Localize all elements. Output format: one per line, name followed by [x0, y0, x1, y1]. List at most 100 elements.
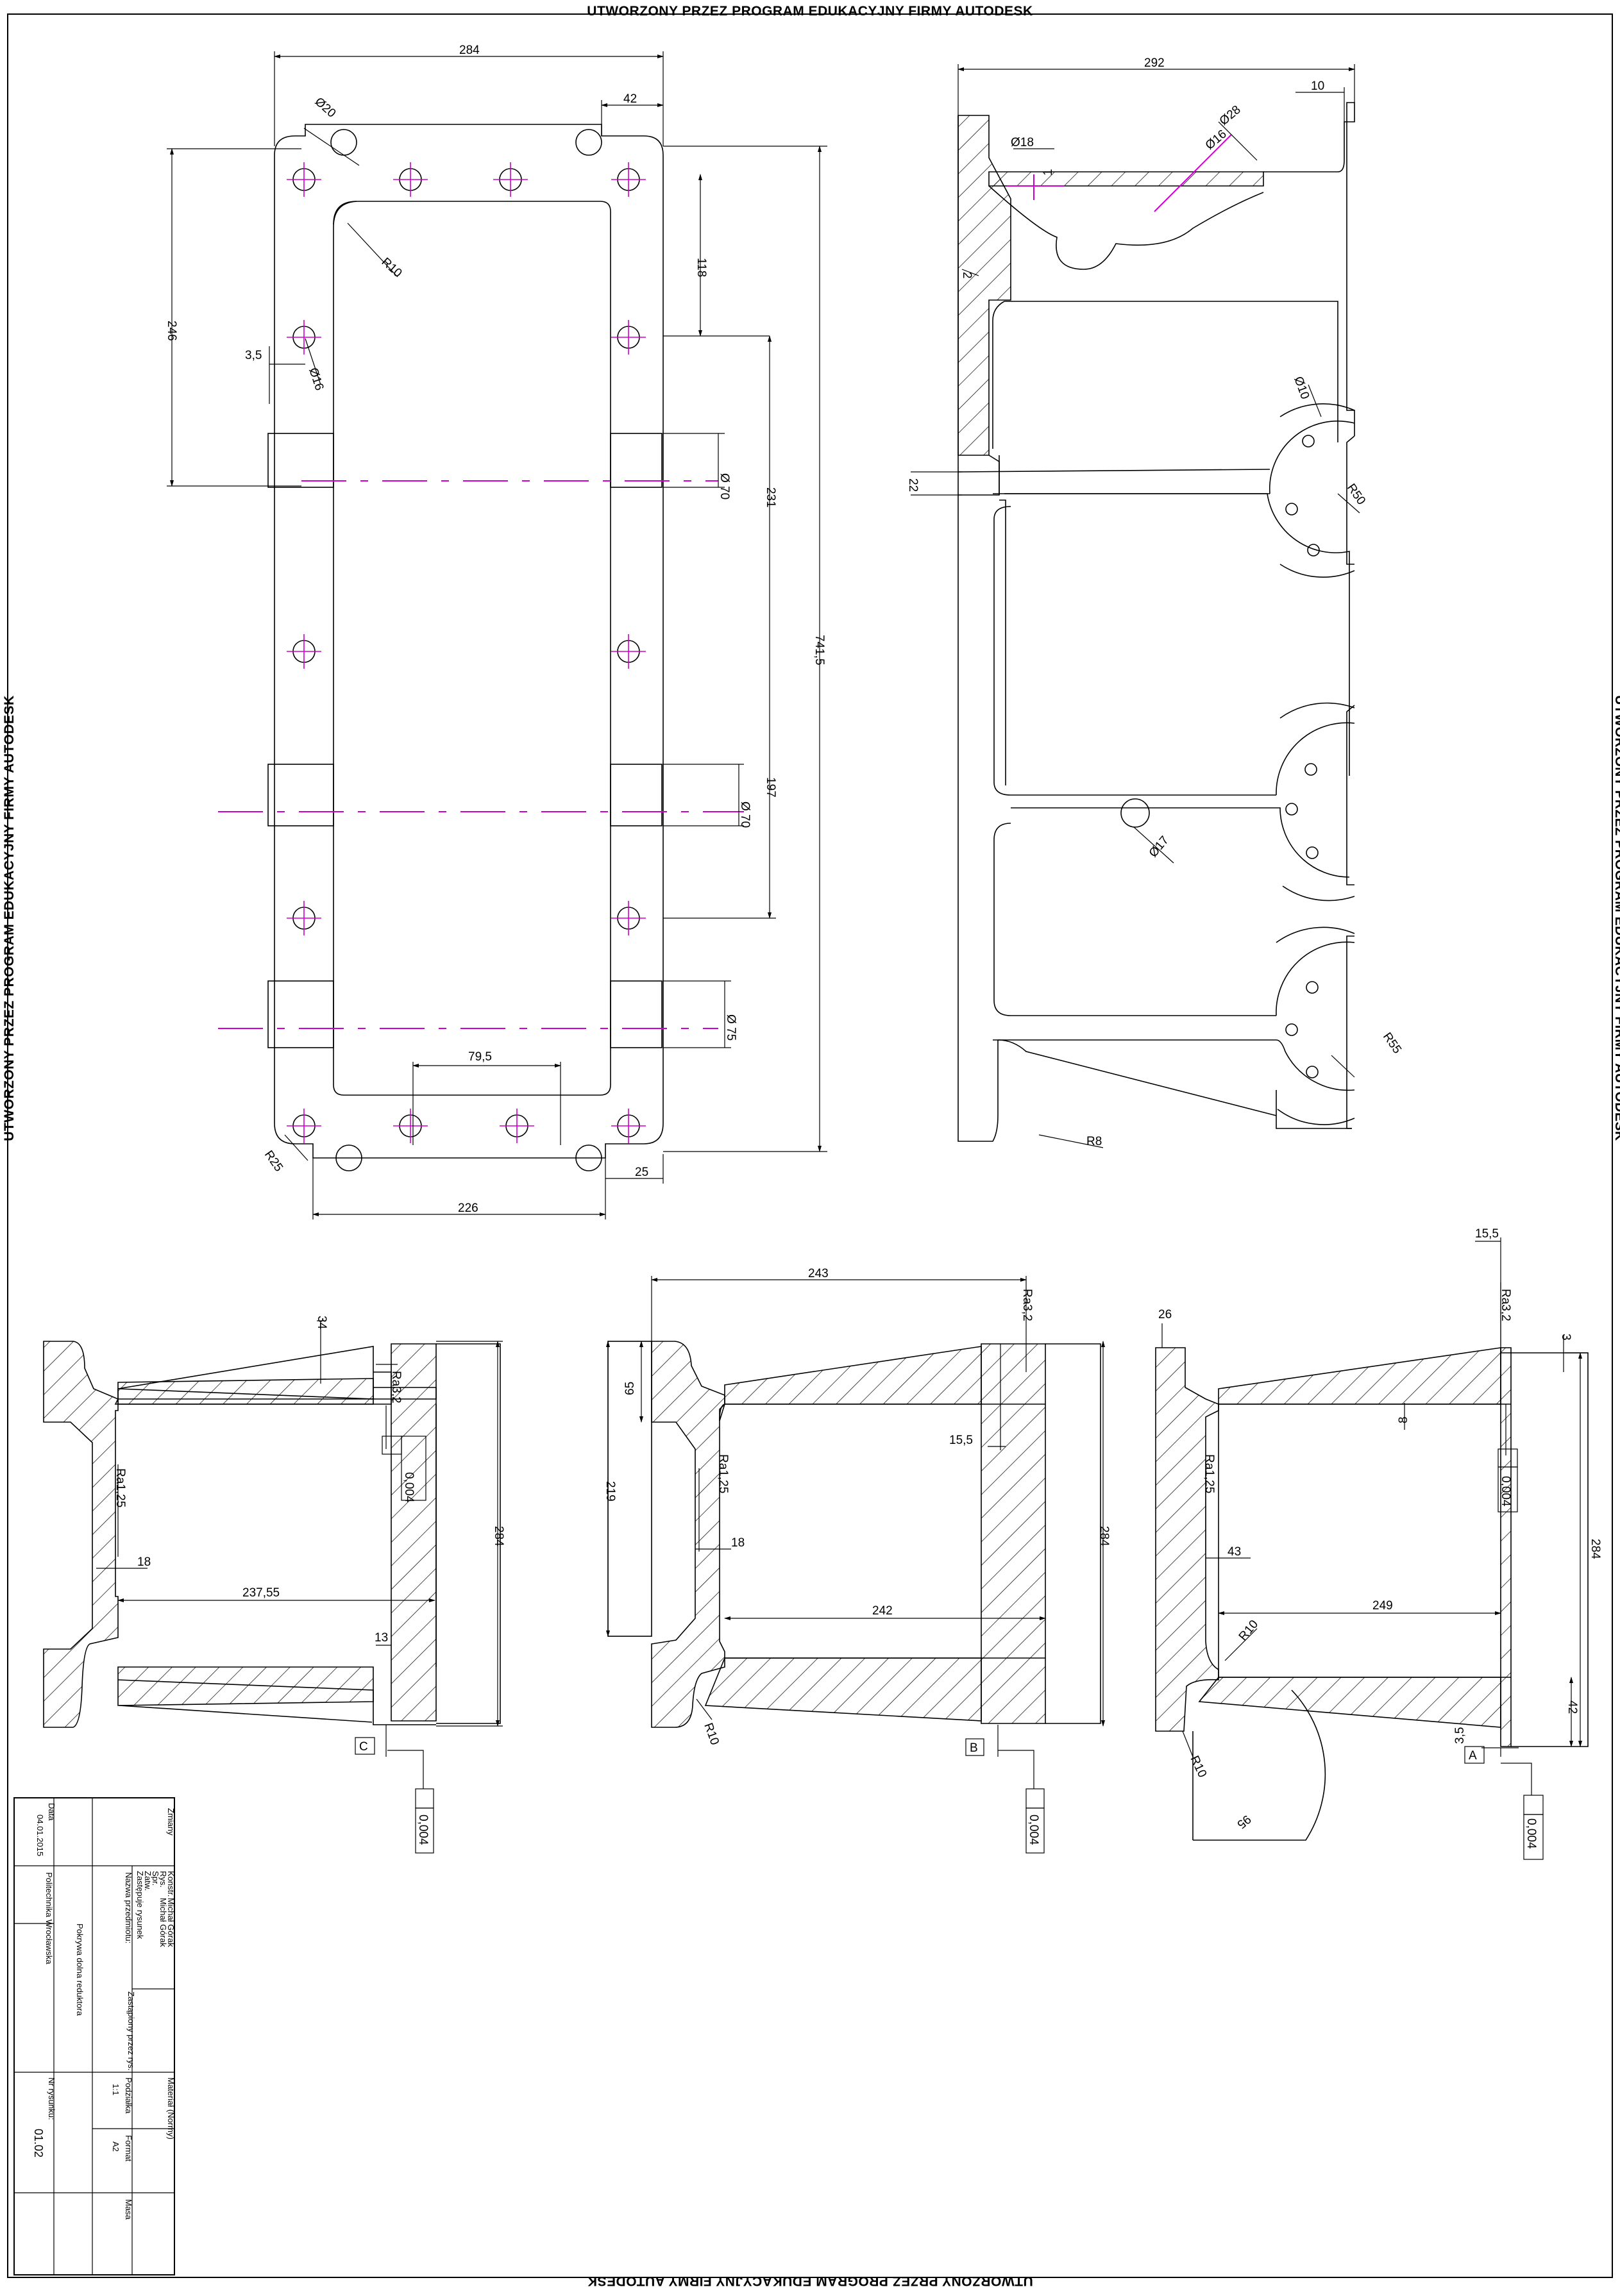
dim-2: 2: [960, 272, 974, 279]
dim-284: 284: [459, 44, 480, 57]
ra-3-2-b: Ra3,2: [1020, 1289, 1034, 1321]
ra-3-2: Ra3,2: [389, 1371, 403, 1404]
dim-34: 34: [315, 1316, 328, 1330]
datum-c: C: [359, 1740, 368, 1754]
tb-data-label: Data: [47, 1803, 56, 1821]
bolt-holes: [287, 162, 646, 1143]
dim-13: 13: [375, 1631, 388, 1645]
dim-284-a: 284: [1589, 1539, 1602, 1559]
section-a-labels: 15,5 26 Ra3,2 3 8 Ra1,25 0,004 284 43 24…: [1158, 1227, 1602, 1849]
dia-17: Ø17: [1147, 834, 1172, 860]
dim-226: 226: [458, 1202, 478, 1215]
bolt-hole: [1285, 503, 1298, 515]
tol-0-004: 0,004: [402, 1472, 416, 1503]
bolt-hole: [1306, 981, 1319, 994]
banner-left: UTWORZONY PRZEZ PROGRAM EDUKACYJNY FIRMY…: [2, 695, 17, 1141]
tb-zatw-label: Zatw.: [143, 1871, 153, 1891]
dim-231: 231: [764, 487, 777, 508]
dim-15-5-a: 15,5: [1475, 1227, 1499, 1241]
dim-1: 1: [1042, 169, 1055, 176]
side-view-dimensions: [911, 64, 1360, 1148]
dim-95: 95: [1235, 1812, 1254, 1831]
top-view-labels: 284 42 246 118 3,5 Ø20 R10 Ø16 Ø 70 231 …: [165, 44, 826, 1215]
tb-rys-label: Rys.: [158, 1871, 168, 1888]
dim-42: 42: [623, 92, 637, 106]
r-10: R10: [379, 255, 405, 280]
bolt-hole: [1307, 544, 1320, 557]
r-25: R25: [262, 1148, 285, 1175]
tb-nazwa-label: Nazwa przedmiotu:: [124, 1872, 133, 1943]
dia-70-b: Ø 70: [738, 801, 752, 828]
top-view-axes: [218, 480, 744, 1029]
tol-0-004-b: 0,004: [1027, 1814, 1040, 1845]
section-b-labels: 243 Ra3,2 65 15,5 219 Ra1,25 18 284 242 …: [603, 1267, 1111, 1845]
side-bolt-holes: [1285, 435, 1320, 1078]
dim-284-b: 284: [1097, 1526, 1111, 1546]
tb-spr-label: Spr.: [151, 1871, 160, 1886]
dim-741-5: 741,5: [813, 635, 826, 666]
tb-konstr-value: Michał Górak: [166, 1898, 176, 1947]
dim-15-5-b: 15,5: [949, 1434, 973, 1447]
tb-nazwa-value: Pokrywa dolna reduktora: [75, 1923, 85, 2016]
ra-1-25-a: Ra1,25: [1202, 1454, 1216, 1493]
dim-284-c: 284: [492, 1526, 505, 1546]
dia-10: Ø10: [1291, 375, 1312, 401]
ra-1-25: Ra1,25: [114, 1468, 127, 1507]
side-view-axes: [1007, 134, 1232, 212]
section-c-dimensions: [96, 1320, 503, 1854]
dim-65: 65: [623, 1382, 637, 1395]
r-50: R50: [1344, 482, 1368, 508]
bolt-hole: [1306, 846, 1319, 859]
dim-22: 22: [906, 478, 920, 492]
banner-bottom: UTWORZONY PRZEZ PROGRAM EDUKACYJNY FIRMY…: [587, 2274, 1033, 2288]
section-c-labels: 34 Ra3,2 0,004 Ra1,25 18 284 237,55 13 C…: [114, 1316, 505, 1845]
dim-8: 8: [1397, 1416, 1410, 1423]
tb-zastapiony: Zastąpiony przez rys.: [126, 1991, 136, 2071]
tb-podzialka-label: Podziałka: [124, 2077, 133, 2114]
datum-b: B: [970, 1741, 978, 1755]
r-55: R55: [1380, 1030, 1404, 1057]
tb-nr-value: 01.02: [32, 2129, 45, 2158]
dim-42-a: 42: [1565, 1700, 1579, 1714]
tb-rys-value: Michał Górak: [158, 1898, 168, 1947]
tol-0-004-a: 0,004: [1499, 1476, 1512, 1507]
tb-material: Materiał (Normy): [166, 2077, 176, 2140]
dim-18-b: 18: [731, 1536, 745, 1550]
dim-3-5: 3,5: [245, 349, 262, 362]
dim-242: 242: [872, 1604, 893, 1618]
dim-18: 18: [137, 1555, 151, 1569]
r-10-a2: R10: [1187, 1754, 1209, 1779]
bolt-hole: [1304, 763, 1317, 776]
dia-16-side: Ø16: [1203, 128, 1229, 153]
r-10-a: R10: [1236, 1618, 1261, 1643]
dim-246: 246: [165, 321, 178, 341]
side-view: [958, 102, 1355, 1142]
dim-25: 25: [635, 1166, 648, 1179]
dia-20: Ø20: [312, 95, 339, 121]
dim-79-5: 79,5: [468, 1050, 492, 1064]
dim-118: 118: [695, 258, 708, 277]
tb-org: Politechnika Wrocławska: [44, 1872, 54, 1965]
bolt-hole: [1285, 803, 1298, 816]
dim-3-5-a: 3,5: [1453, 1727, 1467, 1744]
tol-0-004-a2: 0,004: [1524, 1818, 1538, 1849]
dim-249: 249: [1372, 1599, 1393, 1613]
top-view: [267, 124, 664, 1171]
section-b-dimensions: [606, 1276, 1105, 1854]
dim-292: 292: [1144, 56, 1165, 70]
dim-43: 43: [1228, 1545, 1241, 1559]
datum-a: A: [1469, 1749, 1477, 1763]
tb-format-label: Format: [124, 2135, 133, 2162]
title-block: Zmiany Data 04.01.2015 Konstr. Michał Gó…: [13, 1797, 176, 2275]
dia-75: Ø 75: [724, 1014, 738, 1041]
dia-16: Ø16: [306, 366, 326, 392]
dim-237-55: 237,55: [242, 1586, 280, 1600]
banner-right: UTWORZONY PRZEZ PROGRAM EDUKACYJNY FIRMY…: [1612, 695, 1620, 1141]
banner-top: UTWORZONY PRZEZ PROGRAM EDUKACYJNY FIRMY…: [587, 4, 1033, 19]
dim-10: 10: [1311, 80, 1324, 93]
tb-nr-label: Nr rysunku:: [47, 2077, 56, 2120]
bolt-hole: [1306, 1066, 1319, 1078]
section-c: [43, 1341, 501, 1728]
